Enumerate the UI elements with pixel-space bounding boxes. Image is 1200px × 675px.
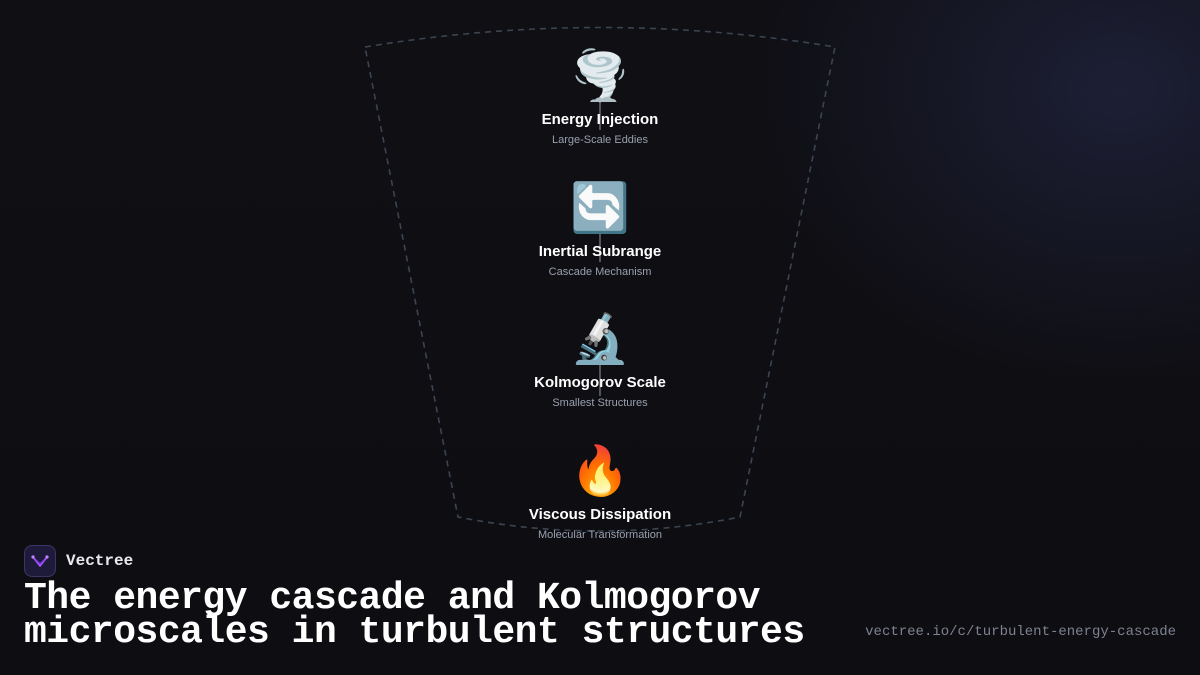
tornado-icon: 🌪️ [570,48,630,104]
stage-viscous-dissipation: 🔥 Viscous Dissipation Molecular Transfor… [450,443,750,542]
stage-subtitle: Smallest Structures [552,397,648,409]
stage-kolmogorov-scale: 🔬 Kolmogorov Scale Smallest Structures [450,311,750,410]
stage-title: Energy Injection [541,111,659,128]
fire-icon: 🔥 [570,443,630,499]
stage-title: Inertial Subrange [538,243,662,260]
source-url[interactable]: vectree.io/c/turbulent-energy-cascade [865,624,1176,640]
stage-inertial-subrange: 🔄 Inertial Subrange Cascade Mechanism [450,180,750,279]
vectree-logo-icon [24,545,56,577]
stage-subtitle: Large-Scale Eddies [551,134,648,146]
stage-subtitle: Molecular Transformation [537,529,663,541]
brand[interactable]: Vectree [24,544,133,578]
cycle-arrows-icon: 🔄 [570,180,630,236]
stage-subtitle: Cascade Mechanism [548,266,652,278]
stage-energy-injection: 🌪️ Energy Injection Large-Scale Eddies [450,48,750,147]
stage-title: Kolmogorov Scale [534,374,666,391]
logo-glyph [31,555,49,567]
brand-name: Vectree [66,552,134,570]
headline: The energy cascade and Kolmogorov micros… [24,577,805,654]
microscope-icon: 🔬 [570,311,630,367]
stage-title: Viscous Dissipation [528,506,672,523]
